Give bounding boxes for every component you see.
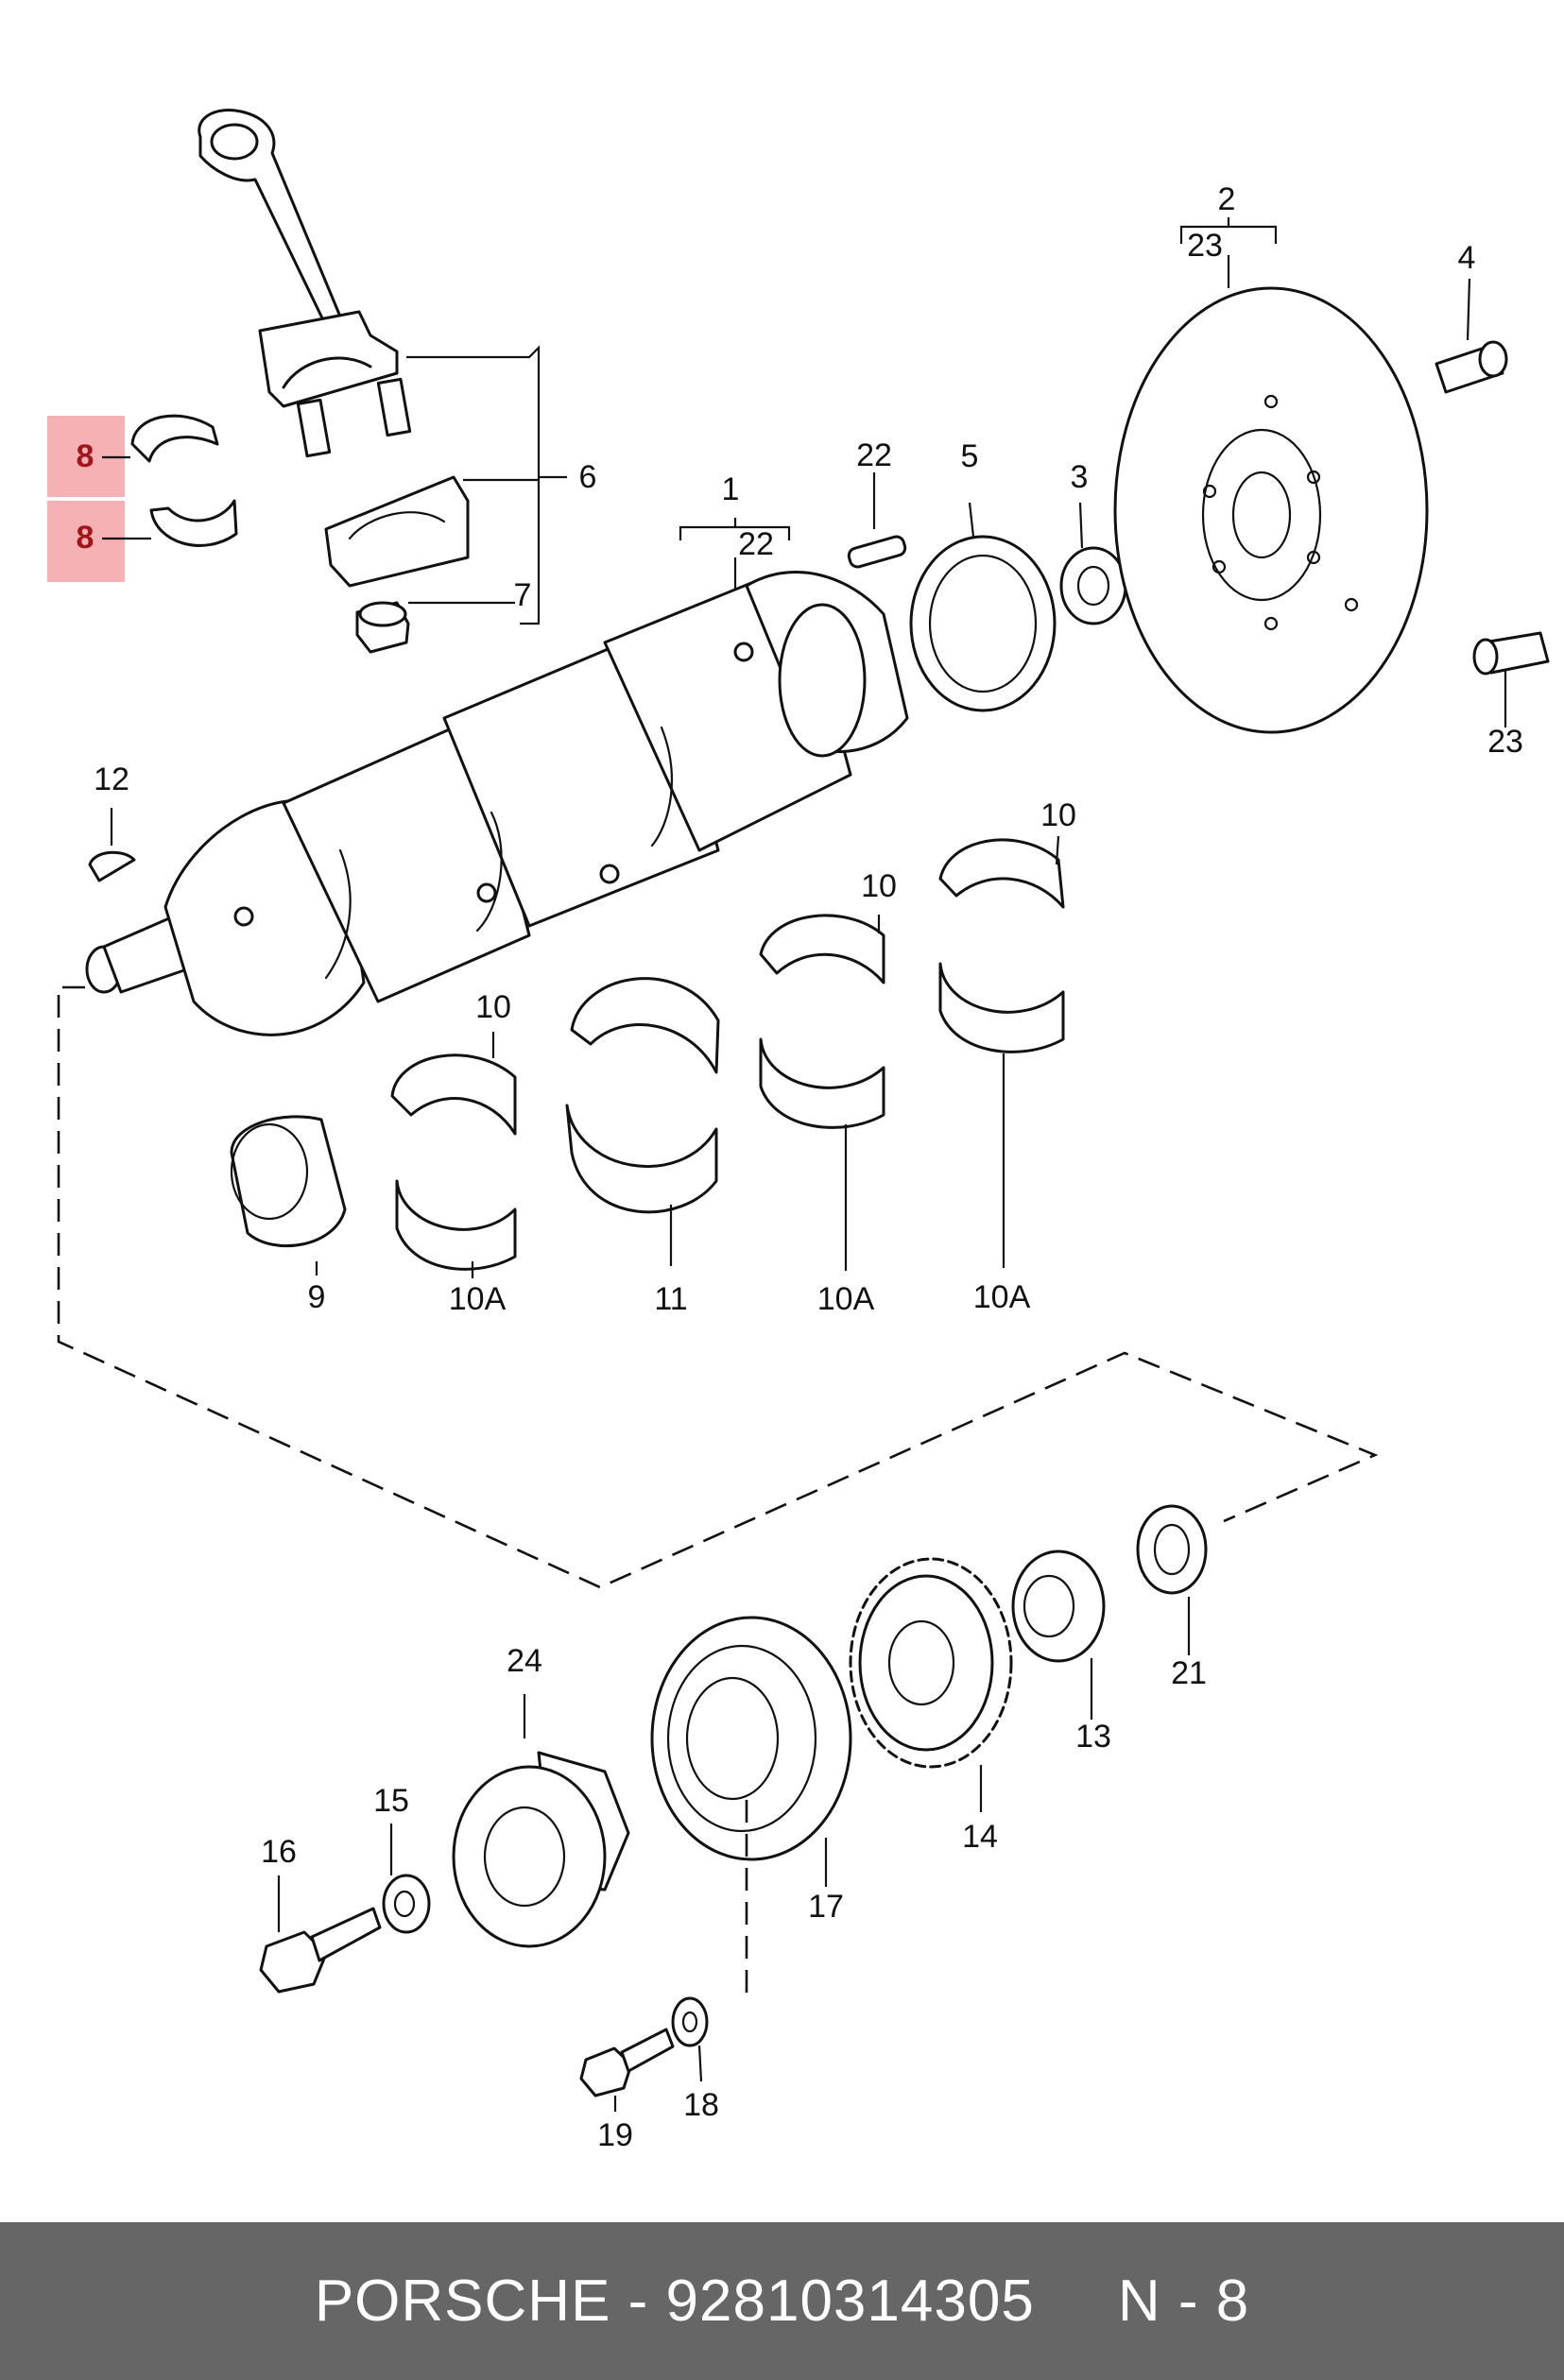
- callout-23: 23: [1487, 724, 1523, 760]
- main-bearing-shell-10A-2: [759, 1037, 885, 1129]
- main-bearing-shell-10a: [390, 1053, 517, 1136]
- callout-4: 4: [1458, 240, 1476, 276]
- brand-part-number: PORSCHE - 92810314305: [314, 2269, 1035, 2334]
- pulley-bolt: [579, 2028, 675, 2097]
- rod-bearing-shell-lower: [149, 499, 238, 547]
- washer-15: [382, 1874, 431, 1934]
- flywheel-bolt: [1472, 631, 1550, 676]
- callout-3: 3: [1071, 459, 1089, 495]
- callout-22-bracket: 22: [738, 526, 774, 562]
- dowel-pin: [847, 535, 907, 569]
- crankshaft-gear: [1011, 1550, 1106, 1663]
- main-bearing-shell-10A-1: [395, 1179, 517, 1271]
- flywheel: [1113, 286, 1429, 734]
- callout-23-bracket: 23: [1187, 228, 1223, 264]
- callout-10A-1: 10A: [449, 1281, 507, 1317]
- rod-nut: [355, 601, 410, 654]
- pilot-bearing: [1059, 546, 1127, 625]
- callout-18: 18: [683, 2087, 719, 2123]
- callout-8-upper[interactable]: 8: [77, 438, 95, 474]
- connecting-rod: [198, 109, 412, 458]
- callout-10-c: 10: [1040, 797, 1076, 833]
- crankshaft-pulley: [650, 1616, 852, 1861]
- callout-15: 15: [373, 1783, 409, 1819]
- callout-19: 19: [597, 2117, 633, 2153]
- callout-10A-2: 10A: [817, 1281, 875, 1317]
- callout-10-a: 10: [475, 989, 511, 1025]
- callout-10A-3: 10A: [973, 1279, 1031, 1315]
- main-bearing-shell-10A-3: [938, 962, 1065, 1053]
- callout-24: 24: [507, 1643, 542, 1679]
- callout-7: 7: [514, 577, 532, 613]
- callout-11: 11: [654, 1281, 687, 1317]
- callout-13: 13: [1075, 1719, 1111, 1755]
- washer-18: [671, 1996, 709, 2047]
- callout-10-b: 10: [861, 868, 897, 904]
- assembly-dashed-outline: [57, 985, 1379, 1589]
- callout-21: 21: [1171, 1655, 1207, 1691]
- callout-16: 16: [261, 1834, 297, 1870]
- main-bearing-shell-10c: [938, 838, 1065, 909]
- highlight-box-8-lower[interactable]: [47, 501, 125, 582]
- thrust-bearing: [565, 977, 720, 1214]
- crankshaft-oil-seal: [909, 535, 1057, 712]
- woodruff-key: [88, 850, 136, 882]
- callout-14: 14: [962, 1819, 998, 1855]
- crankshaft: [85, 571, 909, 1036]
- pulley-hub: [452, 1751, 630, 1948]
- bearing-bushing: [230, 1115, 347, 1248]
- front-oil-seal: [1136, 1504, 1208, 1595]
- diagram-reference: N - 8: [1117, 2269, 1250, 2334]
- timing-sprocket: [849, 1557, 1013, 1769]
- callout-9: 9: [308, 1279, 326, 1315]
- callout-8-lower[interactable]: 8: [77, 520, 95, 556]
- exploded-parts-diagram: 1 22 2 23 4 22 5 3 23 6 7 8 8 12 10 10 1…: [47, 109, 1550, 2153]
- main-bearing-shell-10b: [759, 914, 885, 985]
- callout-6: 6: [579, 459, 597, 495]
- part-number-footer: PORSCHE - 92810314305 N - 8: [0, 2222, 1564, 2380]
- flywheel-screw: [1435, 340, 1508, 394]
- connecting-rod-cap: [324, 475, 470, 588]
- callout-2: 2: [1218, 181, 1236, 217]
- callout-5: 5: [961, 438, 979, 474]
- hub-bolt: [259, 1907, 382, 1994]
- callout-1: 1: [722, 471, 740, 507]
- callout-17: 17: [808, 1889, 844, 1925]
- callout-22: 22: [856, 437, 892, 473]
- rod-bearing-shell-upper: [130, 414, 219, 463]
- callout-12: 12: [94, 762, 129, 797]
